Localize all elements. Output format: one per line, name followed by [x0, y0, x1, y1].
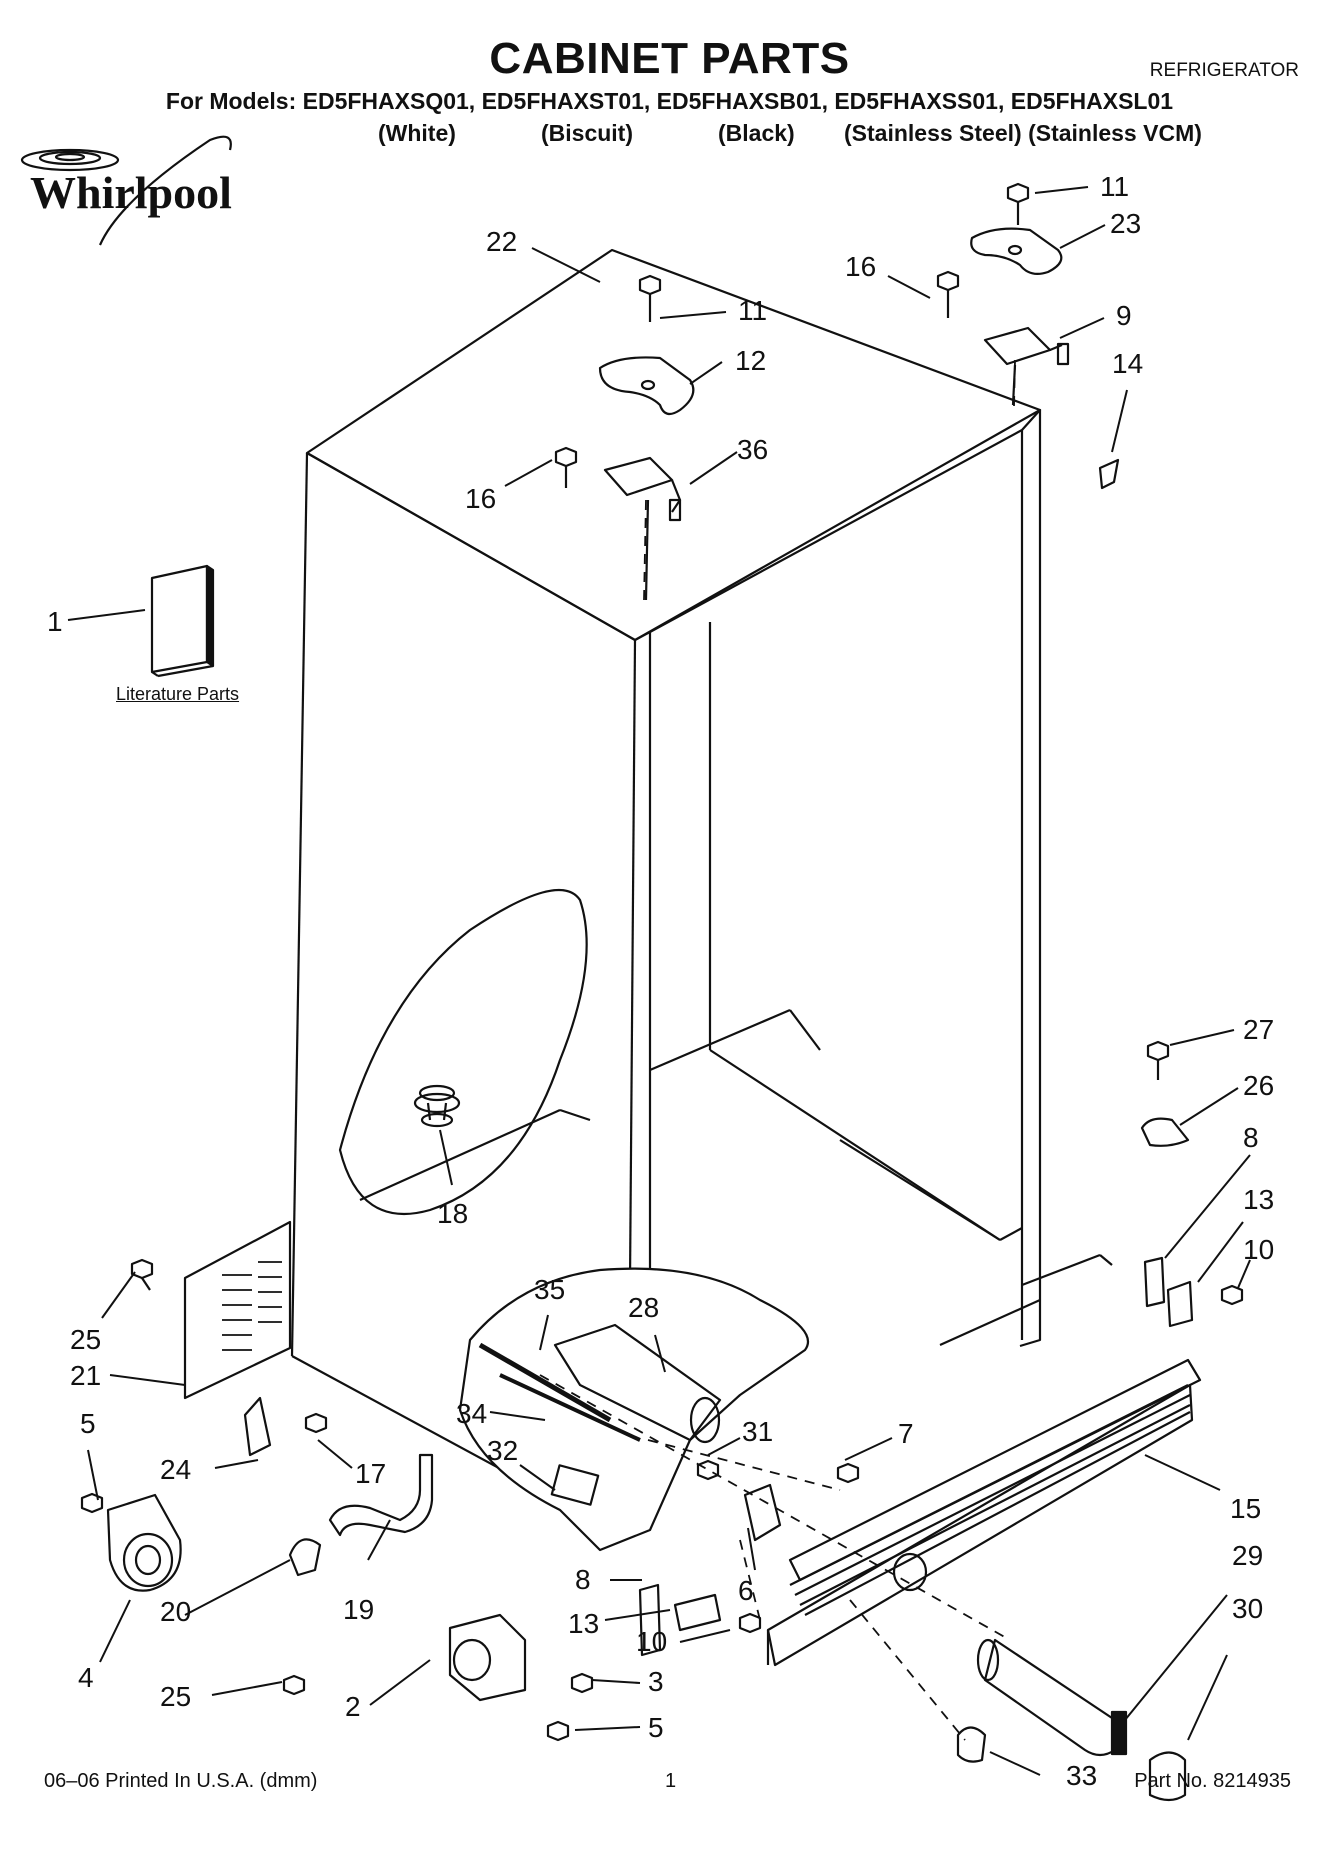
callout-24: 24 [160, 1454, 192, 1485]
model-list: For Models: ED5FHAXSQ01, ED5FHAXST01, ED… [165, 88, 1174, 114]
base-grille [766, 1358, 1202, 1667]
callout-7: 7 [898, 1418, 914, 1449]
callout-8: 8 [1243, 1122, 1259, 1153]
callout-2: 2 [345, 1691, 361, 1722]
color-stainless: (Stainless Steel) (Stainless VCM) [844, 120, 1202, 146]
callout-25: 25 [160, 1681, 192, 1712]
callout-12: 12 [735, 345, 767, 376]
callout-15: 15 [1230, 1493, 1262, 1524]
top-hinge-left [603, 456, 682, 601]
callout-30: 30 [1232, 1593, 1264, 1624]
callout-18: 18 [437, 1198, 469, 1229]
drain-tube [328, 1453, 434, 1537]
callout-8: 8 [575, 1564, 591, 1595]
literature-parts-label: Literature Parts [116, 684, 240, 704]
callout-28: 28 [628, 1292, 660, 1323]
lower-hinge [448, 1613, 527, 1702]
callout-34: 34 [456, 1398, 488, 1429]
page-number: 1 [665, 1770, 677, 1792]
callout-10: 10 [1243, 1234, 1275, 1265]
callout-16: 16 [845, 251, 877, 282]
callout-5: 5 [80, 1408, 96, 1439]
callout-23: 23 [1110, 208, 1142, 239]
bracket-13 [673, 1593, 722, 1632]
hinge-pin [1098, 458, 1120, 490]
drain-fitting [413, 1084, 461, 1128]
callout-26: 26 [1243, 1070, 1275, 1101]
callout-5: 5 [648, 1712, 664, 1743]
brand-logo: Whirlpool [30, 167, 232, 218]
filter-housing [553, 1323, 722, 1444]
callout-13: 13 [568, 1608, 600, 1639]
callout-22: 22 [486, 226, 518, 257]
motor-assembly [106, 1493, 182, 1592]
filter-bypass [956, 1726, 987, 1763]
cutaway-interior [338, 888, 588, 1215]
callout-25: 25 [70, 1324, 102, 1355]
hinge-cover-right [970, 227, 1063, 275]
callout-19: 19 [343, 1594, 375, 1625]
callout-11: 11 [1100, 171, 1130, 202]
callout-35: 35 [534, 1274, 566, 1305]
bracket-26 [1140, 1117, 1190, 1147]
leader-arrows [67, 186, 1251, 1776]
literature-booklet [150, 564, 215, 678]
hinge-cover-left [598, 356, 695, 416]
page-title: CABINET PARTS [489, 34, 850, 83]
callout-1: 1 [47, 606, 63, 637]
callout-13: 13 [1243, 1184, 1275, 1215]
callout-4: 4 [78, 1662, 94, 1693]
color-white: (White) [378, 120, 456, 146]
callout-33: 33 [1066, 1760, 1098, 1791]
callout-6: 6 [738, 1575, 754, 1606]
filter-cartridge [976, 1638, 1128, 1757]
bracket-24 [243, 1396, 272, 1457]
callout-21: 21 [70, 1360, 102, 1391]
print-info: 06–06 Printed In U.S.A. (dmm) [44, 1770, 318, 1792]
bracket-8-right [1143, 1256, 1166, 1308]
callout-3: 3 [648, 1666, 664, 1697]
callout-17: 17 [355, 1458, 387, 1489]
callout-29: 29 [1232, 1540, 1264, 1571]
filter-label [550, 1464, 600, 1506]
tube-35 [478, 1342, 612, 1423]
bracket-8 [638, 1583, 662, 1657]
color-black: (Black) [718, 120, 795, 146]
callout-27: 27 [1243, 1014, 1275, 1045]
product-type: REFRIGERATOR [1149, 60, 1299, 81]
top-hinge-right [983, 326, 1070, 406]
tube-34 [499, 1373, 641, 1442]
bracket-6 [743, 1483, 782, 1542]
color-biscuit: (Biscuit) [541, 120, 633, 146]
callout-32: 32 [487, 1435, 519, 1466]
callout-11: 11 [738, 295, 768, 326]
callout-14: 14 [1112, 348, 1144, 379]
rear-access-panel [183, 1220, 292, 1400]
callout-36: 36 [737, 434, 769, 465]
callout-9: 9 [1116, 300, 1132, 331]
part-number: Part No. 8214935 [1134, 1770, 1291, 1792]
callout-20: 20 [160, 1596, 192, 1627]
tube-clamp [288, 1538, 322, 1577]
filter-cap [1148, 1751, 1187, 1802]
bracket-13-right [1166, 1280, 1194, 1328]
callout-31: 31 [742, 1416, 774, 1447]
callout-10: 10 [636, 1626, 668, 1657]
whirlpool-swirl-icon [20, 135, 232, 246]
callout-16: 16 [465, 483, 497, 514]
